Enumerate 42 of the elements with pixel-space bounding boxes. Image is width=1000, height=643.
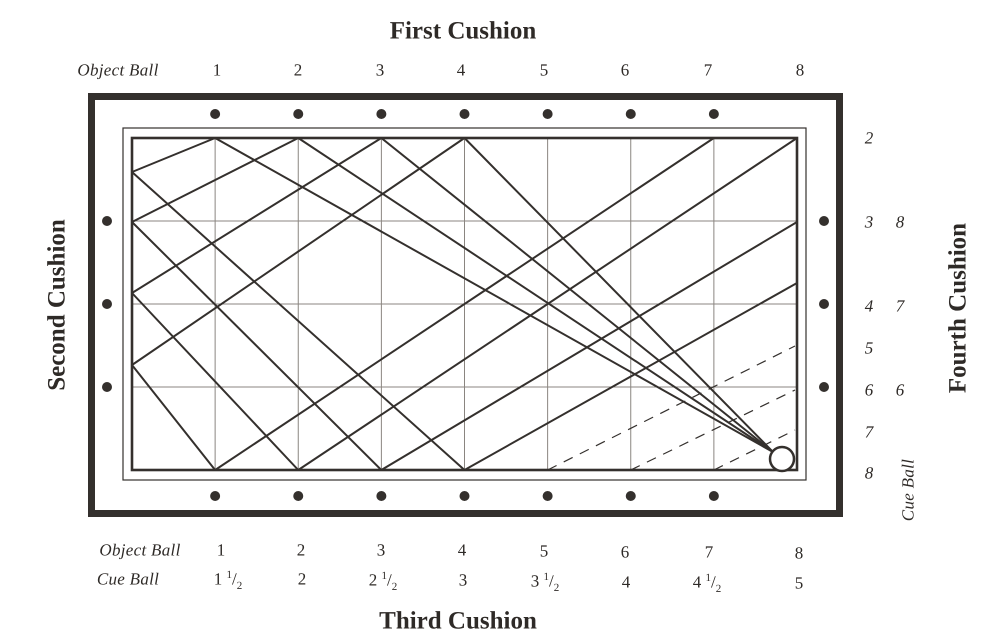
diamond-number: 2 $^{1}$/$_{2}$ (368, 572, 398, 588)
diamond-number: 3 (376, 62, 384, 78)
diamond-number: 8 (794, 544, 804, 562)
row-label: Object Ball (99, 542, 181, 558)
diamond-number: 5 (864, 340, 874, 356)
diamond-number: 5 (540, 542, 548, 560)
diamond-number: 8 (864, 464, 874, 482)
diamond-number: 7 (704, 62, 712, 78)
diamond-number: 6 (620, 62, 630, 78)
diamond-number: 2 (296, 542, 306, 558)
diamond-number: 5 (540, 62, 548, 78)
diamond-number: 6 (896, 382, 904, 398)
diamond-number: 1 $^{1}$/$_{2}$ (214, 570, 242, 588)
diamond-number: 3 $^{1}$/$_{2}$ (530, 572, 560, 590)
diamond-number: 4 (622, 574, 630, 590)
diamond-number: 7 (704, 544, 714, 560)
diamond-number: 4 (864, 298, 874, 314)
diamond-number: 2 (864, 130, 874, 146)
diamond-number: 3 (376, 542, 386, 558)
diamond-number: 6 (864, 382, 874, 398)
diamond-number: 2 (298, 570, 306, 588)
diamond-number: 4 $^{1}$/$_{2}$ (692, 574, 722, 590)
row-label: Object Ball (77, 62, 159, 78)
diamond-number: 2 (294, 62, 302, 78)
diamond-number: 1 (212, 62, 222, 78)
diamond-number: 3 (458, 572, 468, 588)
diamond-number: 4 (458, 542, 466, 558)
diamond-number: 8 (796, 62, 804, 78)
diamond-number: 1 (216, 542, 226, 558)
cushion-title: First Cushion (390, 18, 536, 44)
row-label: Cue Ball (96, 570, 160, 588)
cushion-title: Second Cushion (44, 219, 70, 391)
diamond-number: 7 (896, 298, 904, 314)
diamond-number: 6 (620, 544, 630, 560)
diamond-number: 3 (864, 214, 874, 230)
row-label: Cue Ball (900, 458, 916, 522)
cushion-title: Fourth Cushion (946, 222, 970, 394)
diamond-number: 5 (794, 574, 804, 592)
diamond-number: 8 (896, 214, 904, 230)
cushion-title: Third Cushion (379, 608, 537, 634)
diamond-number: 7 (864, 424, 874, 440)
diamond-number: 4 (456, 62, 466, 78)
